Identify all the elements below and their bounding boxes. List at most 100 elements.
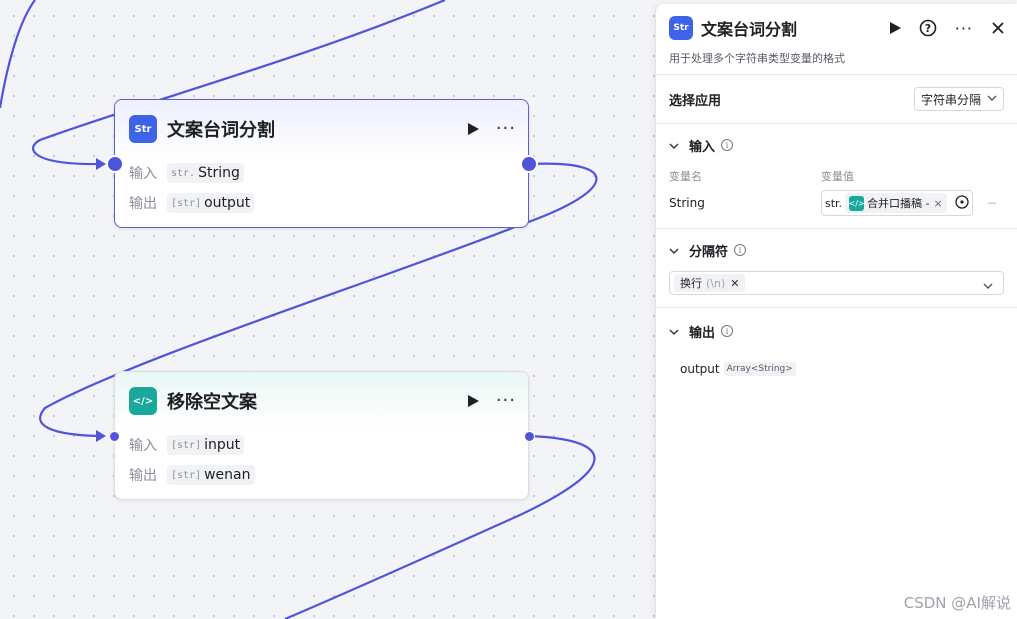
output-label: 输出	[129, 196, 157, 212]
divider	[656, 228, 1017, 229]
string-icon: Str	[669, 16, 693, 40]
node-header[interactable]: </> 移除空文案 ···	[115, 372, 528, 430]
node-remove-empty[interactable]: </> 移除空文案 ··· 输入 [str] input 输出 [str] we…	[114, 371, 529, 500]
type-prefix: [str]	[171, 197, 202, 209]
string-icon: Str	[129, 115, 157, 143]
remove-row-icon[interactable]: −	[987, 196, 998, 210]
more-icon[interactable]: ···	[495, 118, 516, 139]
chevron-down-icon[interactable]	[669, 325, 679, 338]
select-app-dropdown[interactable]: 字符串分隔	[913, 87, 1004, 111]
play-icon[interactable]	[889, 22, 901, 34]
type-prefix: [str]	[171, 469, 202, 481]
separator-select[interactable]: 换行 (\n) ✕	[669, 271, 1004, 295]
input-section-header[interactable]: 输入 i	[669, 124, 1004, 166]
output-variable-name: wenan	[204, 467, 251, 483]
select-app-section: 选择应用 字符串分隔	[656, 75, 1017, 123]
node-output-row: 输出 [str] wenan	[115, 460, 528, 490]
variable-picker-icon[interactable]	[955, 194, 969, 212]
chevron-down-icon[interactable]	[983, 274, 993, 293]
node-input-row: 输入 [str] input	[115, 430, 528, 460]
input-variable-tag: str. String	[167, 163, 244, 183]
panel-title: 文案台词分割	[701, 20, 798, 39]
close-icon[interactable]	[991, 21, 1005, 35]
variable-row: String str. </> 合并口播稿 - × −	[669, 186, 1004, 220]
output-variable-tag: [str] output	[167, 193, 255, 213]
node-input-row: 输入 str. String	[115, 158, 528, 188]
output-variable-name: output	[680, 362, 720, 376]
remove-input-port[interactable]	[109, 431, 120, 442]
panel-header: Str 文案台词分割 ? ···	[656, 4, 1017, 52]
chevron-down-icon[interactable]	[669, 244, 679, 257]
input-label: 输入	[129, 438, 157, 454]
separator-chip-label: 换行	[680, 277, 702, 290]
output-type-badge: Array<String>	[723, 362, 796, 376]
select-app-value: 字符串分隔	[920, 92, 981, 107]
split-output-port[interactable]	[520, 155, 538, 173]
code-icon: </>	[129, 387, 157, 415]
code-icon: </>	[849, 195, 865, 211]
icon-label: </>	[132, 395, 154, 407]
wire-remove-out	[284, 434, 596, 619]
play-icon[interactable]	[466, 122, 480, 136]
icon-label: Str	[134, 123, 152, 135]
more-icon[interactable]: ···	[495, 390, 516, 411]
divider	[656, 307, 1017, 308]
output-section-header[interactable]: 输出 i	[669, 308, 1004, 354]
arrow-into-remove	[96, 430, 106, 442]
column-variable-value: 变量值	[821, 170, 854, 183]
select-app-label: 选择应用	[669, 93, 722, 109]
input-variable-name: String	[198, 165, 240, 181]
input-section: 输入 i 变量名 变量值 String str. </> 合并口播稿 - × −	[656, 124, 1017, 228]
svg-text:?: ?	[925, 22, 931, 35]
separator-section: 分隔符 i 换行 (\n) ✕	[656, 229, 1017, 295]
separator-chip-hint: (\n)	[706, 276, 726, 290]
variable-reference-chip: </> 合并口播稿 - ×	[845, 193, 947, 213]
type-prefix: str.	[825, 196, 843, 210]
split-input-port[interactable]	[106, 155, 124, 173]
node-title: 移除空文案	[167, 392, 257, 413]
column-variable-name: 变量名	[669, 170, 702, 183]
node-title: 文案台词分割	[167, 120, 275, 141]
node-text-split[interactable]: Str 文案台词分割 ··· 输入 str. String 输出 [str] o…	[114, 99, 529, 228]
output-label: 输出	[129, 468, 157, 484]
wire-incoming-split	[0, 0, 36, 109]
help-icon[interactable]: ?	[919, 19, 937, 37]
input-label: 输入	[129, 166, 157, 182]
info-icon[interactable]: i	[721, 325, 734, 337]
output-variable-tag: [str] wenan	[167, 465, 255, 485]
node-config-panel: Str 文案台词分割 ? ··· 用于处理多个字符串类型变量的格式 选择应用 字…	[655, 4, 1017, 619]
input-variable-name: input	[204, 437, 241, 453]
node-header[interactable]: Str 文案台词分割 ···	[115, 100, 528, 158]
select-app-row: 选择应用 字符串分隔	[669, 75, 1004, 123]
separator-section-header[interactable]: 分隔符 i	[669, 229, 1004, 271]
chevron-down-icon	[987, 94, 997, 104]
info-icon[interactable]: i	[721, 139, 734, 151]
chevron-down-icon[interactable]	[669, 139, 679, 152]
output-variable-row: output Array<String>	[669, 354, 1004, 376]
variable-column-headers: 变量名 变量值	[669, 166, 1004, 186]
play-icon[interactable]	[466, 394, 480, 408]
divider	[656, 123, 1017, 124]
remove-chip-icon[interactable]: ×	[933, 196, 943, 210]
type-prefix: [str]	[171, 439, 202, 451]
variable-reference-label: 合并口播稿 -	[867, 197, 930, 210]
arrow-into-split	[96, 158, 106, 170]
remove-chip-icon[interactable]: ✕	[730, 276, 740, 290]
node-output-row: 输出 [str] output	[115, 188, 528, 218]
icon-label: Str	[673, 23, 689, 33]
panel-description: 用于处理多个字符串类型变量的格式	[669, 52, 845, 65]
wire-split-to-remove	[39, 162, 598, 438]
output-section: 输出 i output Array<String>	[656, 308, 1017, 376]
remove-output-port[interactable]	[524, 431, 535, 442]
watermark: CSDN @AI解说	[903, 594, 1011, 612]
output-variable-name: output	[204, 195, 251, 211]
divider	[656, 74, 1017, 75]
variable-value-field[interactable]: str. </> 合并口播稿 - ×	[821, 190, 973, 216]
info-icon[interactable]: i	[734, 244, 747, 256]
input-variable-tag: [str] input	[167, 435, 245, 455]
more-icon[interactable]: ···	[954, 18, 973, 38]
output-section-title: 输出	[689, 325, 716, 341]
wire-top-return	[32, 0, 446, 166]
